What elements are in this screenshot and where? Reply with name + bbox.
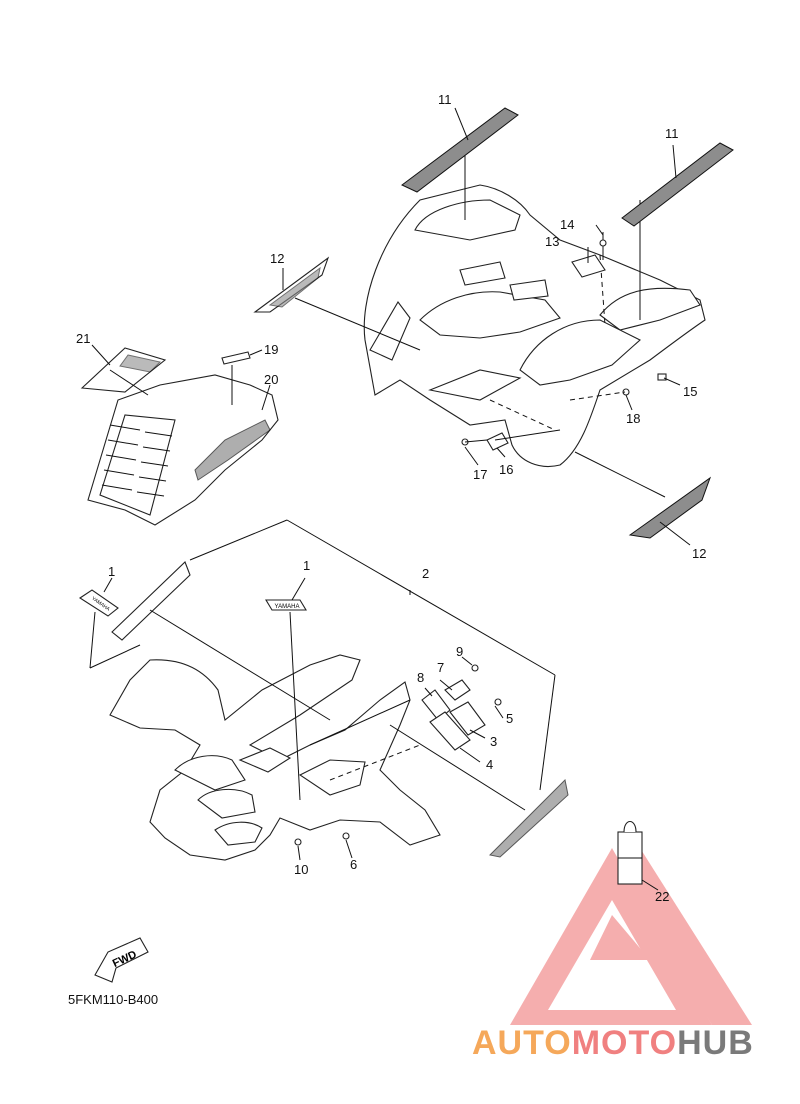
callout-10: 10 (294, 862, 308, 877)
emblem-text-center: YAMAHA (275, 604, 300, 610)
watermark-hub: HUB (677, 1024, 754, 1062)
callout-17: 17 (473, 467, 487, 482)
emblem-decal-left: YAMAHA (78, 589, 119, 617)
decal-12-bottom (628, 476, 712, 539)
side-decal-left (111, 561, 191, 641)
rear-panel (80, 344, 279, 526)
callout-2: 2 (422, 566, 429, 581)
front-fender (109, 654, 441, 861)
callout-18: 18 (626, 411, 640, 426)
callout-19: 19 (264, 342, 278, 357)
callout-11: 11 (438, 92, 452, 107)
callout-9: 9 (456, 644, 463, 659)
fwd-arrow-icon: FWD (94, 937, 149, 983)
callout-4: 4 (486, 757, 493, 772)
callout-3: 3 (490, 734, 497, 749)
watermark-auto: AUTO (472, 1024, 572, 1062)
callout-5: 5 (506, 711, 513, 726)
leader-lines-rear (282, 107, 691, 546)
callout-1: 1 (303, 558, 310, 573)
callout-11: 11 (665, 126, 679, 141)
callout-labels: 11 11 12 12 13 14 15 16 17 18 19 20 21 1… (76, 92, 706, 904)
decal-11-left (401, 107, 519, 193)
callout-7: 7 (437, 660, 444, 675)
callout-12: 12 (270, 251, 284, 266)
callout-14: 14 (560, 217, 574, 232)
hardware-13-18 (461, 224, 681, 466)
drawing-code: 5FKM110-B400 (68, 992, 158, 1007)
tag-22 (617, 820, 659, 891)
leader-lines-front (89, 519, 556, 811)
watermark-logo (510, 848, 752, 1025)
watermark-text: AUTOMOTOHUB (472, 1024, 754, 1062)
side-decal-right (488, 778, 569, 858)
callout-8: 8 (417, 670, 424, 685)
rear-fender (363, 140, 706, 467)
decal-12-top (253, 256, 330, 313)
callout-6: 6 (350, 857, 357, 872)
callout-16: 16 (499, 462, 513, 477)
decal-11-right (621, 142, 734, 227)
callout-13: 13 (545, 234, 559, 249)
callout-22: 22 (655, 889, 669, 904)
callout-20: 20 (264, 372, 278, 387)
fasteners-6-10 (294, 832, 353, 861)
emblem-decal-center: YAMAHA (265, 599, 307, 611)
callout-21: 21 (76, 331, 90, 346)
callout-15: 15 (683, 384, 697, 399)
callout-12: 12 (692, 546, 706, 561)
watermark-moto: MOTO (572, 1024, 677, 1062)
callout-1: 1 (108, 564, 115, 579)
hardware-3-9 (421, 656, 504, 763)
